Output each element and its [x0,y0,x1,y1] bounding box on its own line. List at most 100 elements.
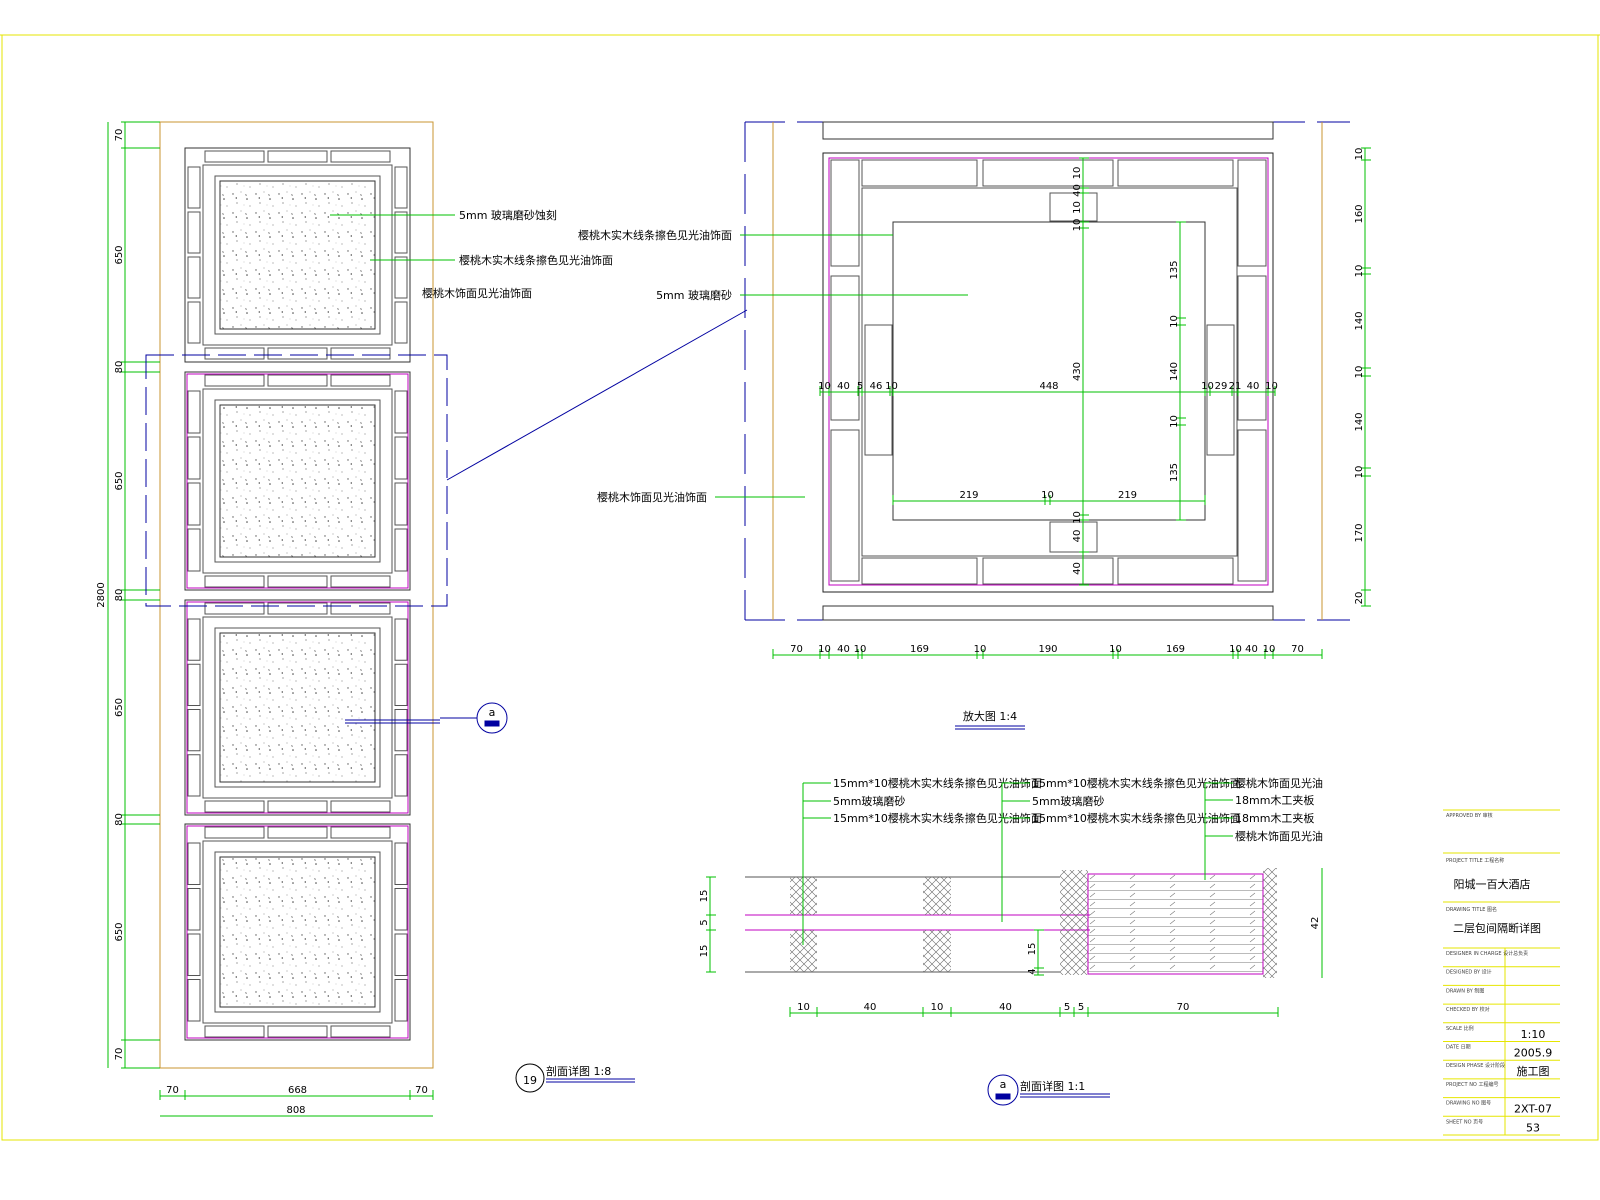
dimension-label: 219 [1118,490,1137,501]
lattice-bar [864,324,893,456]
adjacent-panel-top [822,121,1274,140]
lattice-bar [204,347,265,360]
dimension-label: 10 [1072,219,1083,232]
dimension-label: 448 [1039,381,1058,392]
title-block-label: SHEET NO 页号 [1446,1119,1483,1125]
title-block-label: DESIGNER IN CHARGE 设计总负责 [1446,950,1528,957]
title-block-label: CHECKED BY 校对 [1446,1006,1490,1013]
note-label: 15mm*10樱桃木实木线条擦色见光油饰面 [833,811,1042,825]
lattice-bar [394,528,408,572]
lattice-bar [187,482,201,526]
note-label: 5mm 玻璃磨砂 [656,288,732,302]
dimension-label: 40 [837,644,850,655]
panel-frame [184,371,411,591]
lattice-panel [184,147,411,363]
partition-outline [159,121,434,1069]
title-block-label: DESIGN PHASE 设计阶段 [1446,1062,1505,1069]
lattice-bar [187,888,201,931]
lattice-bar [330,347,391,360]
lattice-bar [394,888,408,931]
dimension-label: 10 [1169,315,1180,328]
glass-panel [219,404,376,558]
title-block-label: DRAWING NO 图号 [1446,1101,1491,1107]
dimension-label: 190 [1038,644,1057,655]
dimension-label: 808 [286,1105,305,1116]
lattice-bar [204,575,265,588]
lattice-bar [830,429,860,582]
lattice-bar [394,166,408,209]
dimension-label: 40 [1072,530,1083,543]
title-block-value: 1:10 [1521,1028,1546,1041]
adjacent-panel-bottom [822,605,1274,621]
callout-box [145,354,448,607]
dimension-label: 10 [885,381,898,392]
detail-number-circle [515,1063,545,1093]
title-block-value: 施工图 [1517,1065,1550,1078]
dimension-label: 650 [114,698,125,717]
dimension-label: 40 [1247,381,1260,392]
title-block-label: APPROVED BY 审核 [1446,812,1493,819]
lattice-bar [187,979,201,1022]
dimension-label: 70 [1291,644,1304,655]
panel-frame [184,599,411,816]
lattice-bar [394,979,408,1022]
lattice-bar [187,390,201,434]
lattice-bar [204,150,265,163]
panel-frame-inner [186,601,409,814]
dimension-label: 5 [1078,1002,1084,1013]
dimension-label: 10 [1229,644,1242,655]
dimension-label: 21 [1229,381,1242,392]
dimension-label: 160 [1354,204,1365,223]
dimension-label: 40 [864,1002,877,1013]
lattice-bar [187,528,201,572]
note-label: 5mm玻璃磨砂 [833,794,905,808]
veneer-edge [1263,868,1277,978]
lattice-bar [204,800,265,813]
dimension-label: 5 [699,919,710,925]
dimension-label: 80 [114,361,125,374]
lattice-bar [394,842,408,885]
dimension-label: 29 [1215,381,1228,392]
hatched-solid-wood [1060,870,1088,975]
note-label: 18mm木工夹板 [1235,793,1314,807]
title-block-label: DESIGNED BY 设计 [1446,969,1492,976]
lattice-bar [394,301,408,344]
lattice-bar [267,150,328,163]
lattice-bar [187,618,201,661]
dimension-label: 650 [114,922,125,941]
lattice-bar [330,374,391,387]
lattice-bar [187,211,201,254]
panel-frame-inner [186,373,409,589]
dimension-label: 10 [1263,644,1276,655]
glass-bead [214,627,381,788]
lattice-bar [830,275,860,421]
drawing-title: 二层包间隔断详图 [1453,921,1541,935]
lattice-bar [330,1025,391,1038]
lattice-bar [267,575,328,588]
dimension-label: 40 [1072,184,1083,197]
lattice-panel [184,371,411,591]
lattice-bar [1206,324,1235,456]
note-label: 15mm*10樱桃木实木线条擦色见光油饰面 [1032,811,1241,825]
dimension-label: 5 [857,381,863,392]
dimension-label: 10 [797,1002,810,1013]
view-title: 放大图 1:4 [963,709,1017,723]
dimension-label: 10 [974,644,987,655]
lattice-bar [394,709,408,752]
dimension-label: 10 [1354,366,1365,379]
lattice-bar [394,211,408,254]
glass-bead [214,851,381,1013]
dimension-label: 650 [114,245,125,264]
glass-panel [892,221,1206,521]
lattice-bar [267,374,328,387]
glass-bead [214,399,381,563]
title-block-value: 53 [1526,1121,1540,1134]
note-label: 樱桃木实木线条擦色见光油饰面 [459,253,613,267]
lattice-bar [330,575,391,588]
lattice-bar [394,436,408,480]
lattice-bar [187,436,201,480]
